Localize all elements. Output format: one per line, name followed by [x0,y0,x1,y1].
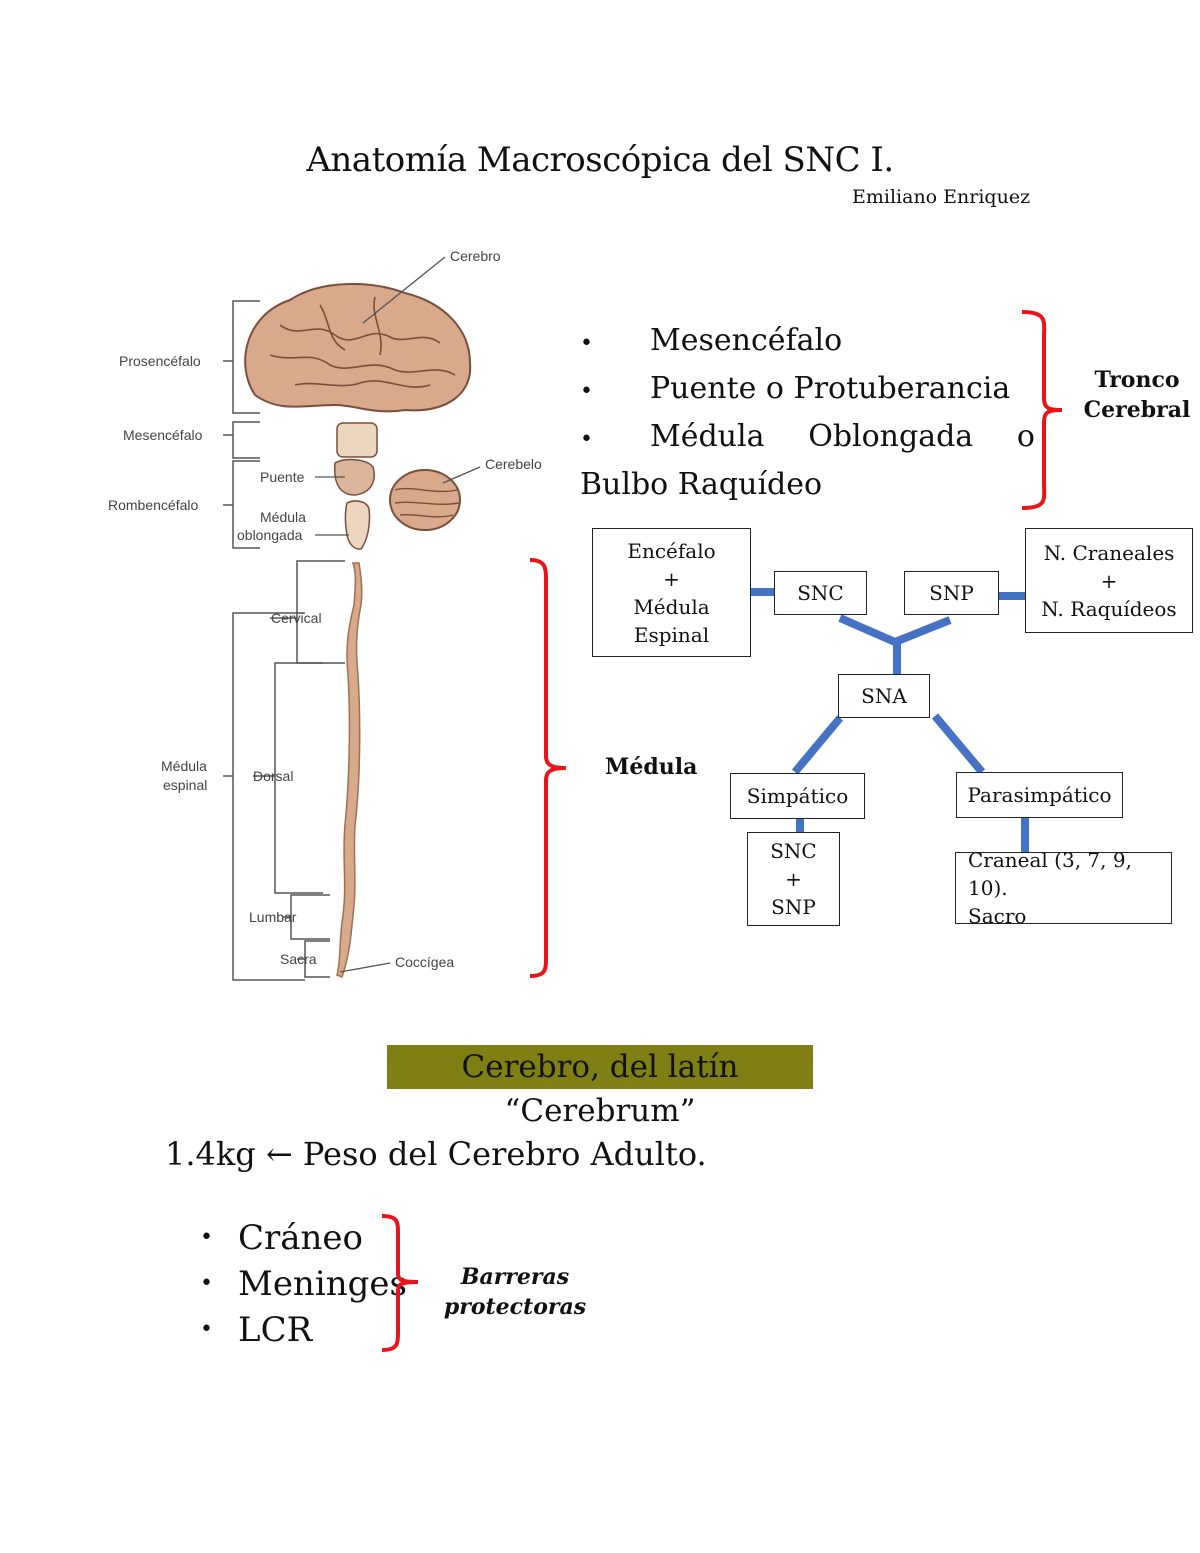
barreras-label: Barreras protectoras [443,1264,587,1320]
craneal-sacro-box: Craneal (3, 7, 9, 10). Sacro [955,848,1172,928]
diagram-connectors [750,588,1029,852]
label-medula-espinal-2: espinal [163,777,207,793]
author-name: Emiliano Enriquez [852,186,1031,208]
anatomy-leader-lines [315,256,481,973]
simpatico-box: Simpático [730,773,865,819]
label-dorsal: Dorsal [253,768,293,784]
label-prosencefalo: Prosencéfalo [119,353,201,369]
barriers-bracket [381,1214,419,1352]
cerebellum-illustration [389,469,461,531]
brainstem-list: • Mesencéfalo • Puente o Protuberancia •… [580,318,1035,507]
medula-label: Médula [605,754,698,780]
label-puente: Puente [260,469,305,485]
encefalo-box: Encéfalo + Médula Espinal [592,528,751,657]
barriers-list: • Cráneo • Meninges • LCR [200,1215,407,1353]
label-lumbar: Lumbar [249,909,297,925]
parasimpatico-box: Parasimpático [956,772,1123,818]
medula-bracket [529,558,567,978]
nervios-box: N. Craneales + N. Raquídeos [1025,528,1193,633]
sna-box: SNA [838,674,930,718]
spinal-cord-illustration [336,562,363,978]
anatomy-brackets [223,300,345,981]
label-rombencefalo: Rombencéfalo [108,497,198,513]
list-item: • LCR [200,1310,313,1350]
list-item: • Mesencéfalo [580,323,843,358]
label-coccigea: Coccígea [395,954,454,970]
pons-illustration [333,458,375,496]
label-cerebelo: Cerebelo [485,456,542,472]
list-item: • Médula Oblongada o [580,419,1035,454]
list-item: • Cráneo [200,1218,364,1258]
list-item: • Puente o Protuberancia [580,371,1011,406]
page-title: Anatomía Macroscópica del SNC I. [306,140,894,180]
label-medula-oblongada-2: oblongada [237,527,303,543]
label-cervical: Cervical [271,610,322,626]
label-cerebro: Cerebro [450,248,501,264]
mesencephalon-illustration [336,422,378,458]
snp-box: SNP [904,571,999,615]
label-medula-espinal-1: Médula [161,758,207,774]
list-item: • Meninges [200,1264,407,1304]
snc-snp-box: SNC + SNP [747,832,840,926]
medulla-oblongata-illustration [344,500,371,550]
label-mesencefalo: Mesencéfalo [123,427,203,443]
cerebro-highlight: Cerebro, del latín “Cerebrum” [387,1045,813,1129]
label-sacra: Sacra [280,951,317,967]
brain-weight-line: 1.4kg ← Peso del Cerebro Adulto. [165,1135,707,1173]
cns-anatomy-figure: Cerebro Prosencéfalo Mesencéfalo Puente … [105,245,565,1000]
tronco-bracket [1021,310,1063,510]
brain-illustration [244,283,472,413]
label-medula-oblongada-1: Médula [260,509,306,525]
tronco-cerebral-label: Tronco Cerebral [1083,367,1191,423]
list-item-continuation: Bulbo Raquídeo [580,467,823,502]
snc-box: SNC [774,571,867,615]
